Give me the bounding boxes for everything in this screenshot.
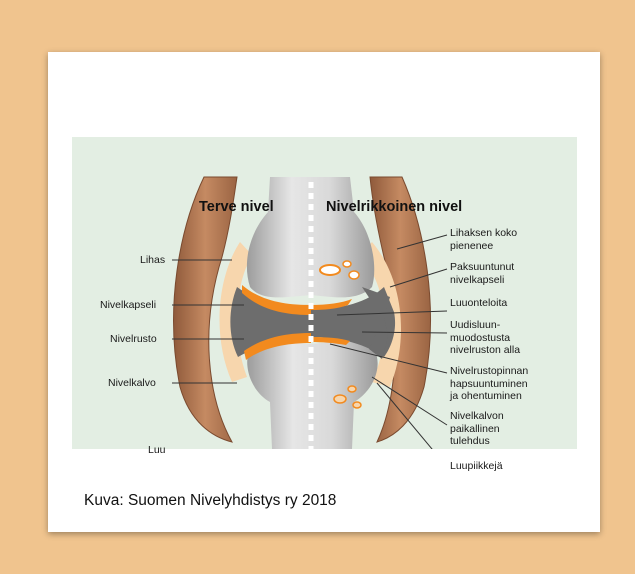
healthy-joint-heading: Terve nivel	[199, 199, 274, 215]
joint-diagram: Terve nivel Nivelrikkoinen nivel Lihas N…	[72, 137, 577, 449]
label-capsule: Nivelkapseli	[100, 299, 156, 312]
label-synovium: Nivelkalvo	[108, 377, 156, 390]
label-bone-spurs: Luupiikkejä	[450, 460, 503, 473]
label-bone: Luu	[148, 444, 166, 457]
image-caption: Kuva: Suomen Nivelyhdistys ry 2018	[84, 492, 336, 510]
bone-cyst	[320, 265, 340, 275]
slide-card: Terve nivel Nivelrikkoinen nivel Lihas N…	[48, 52, 600, 532]
label-cartilage: Nivelrusto	[110, 333, 157, 346]
label-thickened-capsule: Paksuuntunut nivelkapseli	[450, 261, 514, 286]
arthritic-joint-heading: Nivelrikkoinen nivel	[326, 199, 462, 215]
label-cartilage-thinning: Nivelrustopinnan hapsuuntuminen ja ohent…	[450, 365, 528, 403]
label-local-inflammation: Nivelkalvon paikallinen tulehdus	[450, 410, 504, 448]
label-muscle: Lihas	[140, 254, 165, 267]
label-bone-cysts: Luuonteloita	[450, 297, 507, 310]
label-new-bone: Uudisluun- muodostusta nivelruston alla	[450, 319, 520, 357]
label-muscle-shrinks: Lihaksen koko pienenee	[450, 227, 517, 252]
